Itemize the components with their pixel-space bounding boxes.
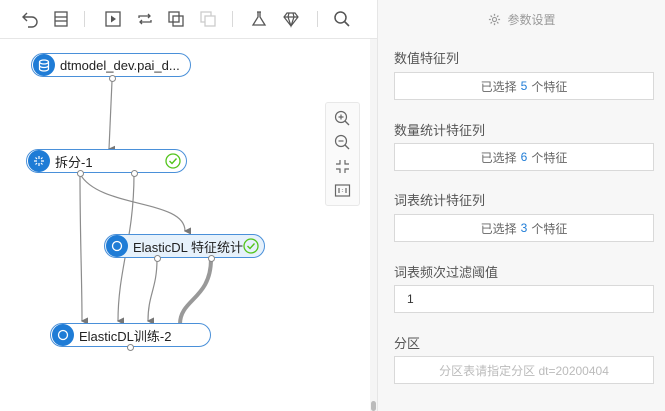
output-port[interactable]	[154, 255, 161, 262]
node-label: ElasticDL 特征统计	[133, 239, 244, 255]
selector-prefix: 已选择	[480, 150, 517, 165]
success-icon	[165, 153, 181, 169]
gear-icon	[489, 13, 501, 25]
node-label: 拆分-1	[55, 154, 93, 170]
selector-count: 3	[520, 221, 528, 235]
field-label: 数值特征列	[394, 51, 460, 66]
zoom-controls	[325, 102, 360, 206]
actual-size-icon[interactable]	[334, 182, 351, 199]
zoom-in-icon[interactable]	[334, 110, 351, 127]
node-label: dtmodel_dev.pai_d...	[60, 57, 180, 73]
output-port[interactable]	[77, 170, 84, 177]
circle-icon	[106, 235, 128, 257]
selector-suffix: 个特征	[531, 79, 568, 94]
search-icon[interactable]	[332, 9, 352, 29]
copy-icon[interactable]	[166, 9, 186, 29]
field-label: 词表频次过滤阈值	[394, 265, 499, 280]
output-port[interactable]	[109, 75, 116, 82]
run-icon[interactable]	[103, 9, 123, 29]
undo-icon[interactable]	[20, 9, 40, 29]
circle-icon	[52, 324, 74, 346]
field-label: 数量统计特征列	[394, 123, 486, 138]
edge	[79, 173, 89, 325]
output-port[interactable]	[208, 255, 215, 262]
scroll-thumb[interactable]	[371, 401, 376, 411]
zoom-out-icon[interactable]	[334, 134, 351, 151]
selector-prefix: 已选择	[480, 79, 517, 94]
node-feature-stats[interactable]: ElasticDL 特征统计	[104, 234, 265, 258]
node-label: ElasticDL训练-2	[79, 328, 172, 344]
field-label: 分区	[394, 336, 421, 351]
loop-icon[interactable]	[135, 9, 155, 29]
edges-layer	[79, 80, 213, 325]
output-port[interactable]	[127, 344, 134, 351]
selector-suffix: 个特征	[531, 221, 568, 236]
node-training[interactable]: ElasticDL训练-2	[50, 323, 211, 347]
edge	[178, 258, 213, 325]
canvas-toolbar	[0, 0, 377, 39]
selector-prefix: 已选择	[480, 221, 517, 236]
output-port[interactable]	[131, 170, 138, 177]
field-label: 词表统计特征列	[394, 193, 486, 208]
diamond-icon[interactable]	[281, 9, 301, 29]
partition-input[interactable]: 分区表请指定分区 dt=20200404	[394, 356, 654, 384]
edge	[79, 173, 192, 235]
workflow-canvas[interactable]: dtmodel_dev.pai_d... 拆分-1 ElasticDL 特征统计…	[0, 39, 370, 411]
panel-header: 参数设置	[378, 0, 665, 38]
split-icon	[28, 150, 50, 172]
panel-title: 参数设置	[507, 12, 556, 27]
fit-view-icon[interactable]	[334, 158, 351, 175]
selector-count: 5	[520, 79, 528, 93]
node-data-source[interactable]: dtmodel_dev.pai_d...	[31, 53, 191, 77]
selector-suffix: 个特征	[531, 150, 568, 165]
layout-icon[interactable]	[51, 9, 71, 29]
success-icon	[243, 238, 259, 254]
selector-count: 6	[520, 150, 528, 164]
flask-icon[interactable]	[249, 9, 269, 29]
canvas-scrollbar[interactable]	[370, 39, 377, 411]
database-icon	[33, 54, 55, 76]
edge	[107, 80, 116, 153]
edge	[146, 258, 158, 325]
threshold-input[interactable]: 1	[394, 285, 654, 313]
node-split[interactable]: 拆分-1	[26, 149, 187, 173]
paste-icon	[198, 9, 218, 29]
